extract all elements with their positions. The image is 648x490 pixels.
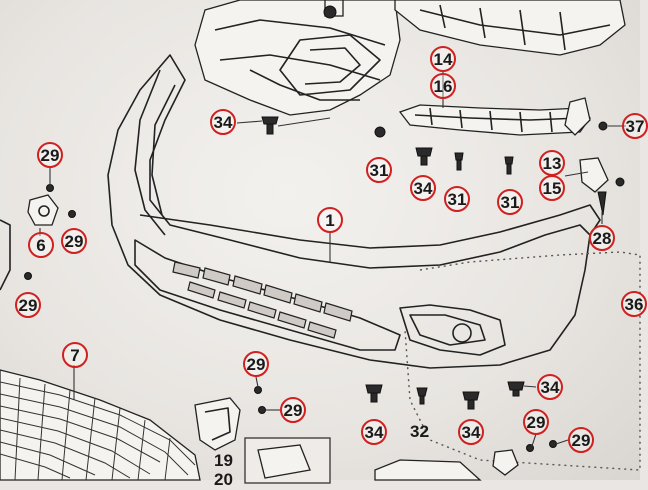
callout-15: 15	[539, 175, 565, 201]
callout-29-e: 29	[280, 397, 306, 423]
callout-34-b: 34	[410, 175, 436, 201]
bumper-side-bracket	[398, 97, 591, 136]
callout-16: 16	[430, 73, 456, 99]
upper-absorber-assembly	[194, 0, 401, 116]
callout-13: 13	[539, 150, 565, 176]
callout-31-a: 31	[366, 157, 392, 183]
callout-29-b: 29	[61, 228, 87, 254]
label-20: 20	[214, 470, 233, 489]
bumper-exploded-view	[0, 0, 641, 484]
callout-29-c: 29	[15, 292, 41, 318]
callout-31-c: 31	[497, 189, 523, 215]
left-fasteners	[0, 184, 76, 291]
callout-14: 14	[430, 46, 456, 72]
callout-7: 7	[62, 342, 88, 368]
label-32: 32	[410, 422, 429, 441]
lower-grille	[0, 369, 201, 481]
callout-29-a: 29	[37, 142, 63, 168]
callout-36: 36	[621, 291, 647, 317]
callout-6: 6	[28, 232, 54, 258]
callout-29-f: 29	[523, 409, 549, 435]
callout-34-c: 34	[361, 419, 387, 445]
clips-and-screws	[254, 116, 625, 476]
callout-29-g: 29	[568, 427, 594, 453]
callout-28: 28	[589, 225, 615, 251]
callout-29-d: 29	[243, 351, 269, 377]
callout-1: 1	[317, 207, 343, 233]
callout-31-b: 31	[444, 186, 470, 212]
upper-right-bracket	[394, 0, 626, 56]
callout-37: 37	[622, 113, 648, 139]
callout-34-e: 34	[537, 374, 563, 400]
label-19: 19	[214, 451, 233, 470]
inset-detail-box	[244, 437, 331, 484]
front-bumper-cover	[107, 54, 601, 369]
lower-bracket	[194, 397, 241, 451]
callout-34-a: 34	[210, 109, 236, 135]
callout-34-d: 34	[458, 419, 484, 445]
